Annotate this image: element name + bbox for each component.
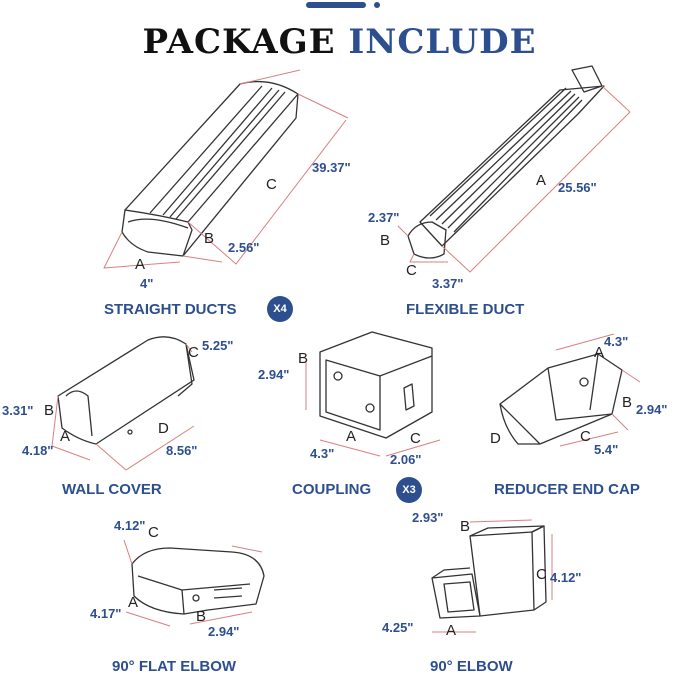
flexible-duct-letter-b: B xyxy=(380,232,391,249)
coupling-width-dim: 4.3" xyxy=(310,446,335,461)
coupling-letter-b: B xyxy=(298,350,309,367)
straight-ducts-quantity-badge: X4 xyxy=(267,296,293,322)
title-word-include: INCLUDE xyxy=(348,22,537,62)
flat-elbow-dimension-lines xyxy=(123,539,263,627)
reducer-end-cap-length-dim: 5.4" xyxy=(594,442,619,457)
elbow-90-height-dim: 4.12" xyxy=(550,570,582,585)
elbow-90-letter-c: C xyxy=(536,566,547,583)
elbow-90-letter-b: B xyxy=(460,518,471,535)
coupling-height-dim: 2.94" xyxy=(258,367,290,382)
elbow-90-depth-dim: 4.25" xyxy=(382,620,414,635)
reducer-end-cap-letter-d: D xyxy=(490,430,501,447)
wall-cover-dimension-lines xyxy=(51,343,195,471)
straight-duct-letter-a: A xyxy=(135,256,146,273)
flexible-duct-drawing xyxy=(407,65,605,259)
wall-cover-letter-c: C xyxy=(188,344,199,361)
reducer-end-cap-height-dim: 2.94" xyxy=(636,402,668,417)
wall-cover-letter-a: A xyxy=(60,428,71,445)
coupling-dimension-lines xyxy=(305,362,441,457)
flat-elbow-letter-c: C xyxy=(148,524,159,541)
wall-cover-width-dim: 4.18" xyxy=(22,443,54,458)
reducer-end-cap-dimension-lines xyxy=(555,333,641,447)
flexible-duct-width-dim: 3.37" xyxy=(432,276,464,291)
flexible-duct-letter-a: A xyxy=(536,172,547,189)
elbow-90-label: 90° ELBOW xyxy=(430,658,513,675)
elbow-90-drawing xyxy=(431,525,547,619)
title-word-package: PACKAGE xyxy=(142,22,336,62)
flat-elbow-label: 90° FLAT ELBOW xyxy=(112,658,237,675)
reducer-end-cap-letter-a: A xyxy=(594,344,605,361)
top-accent-dot xyxy=(374,2,380,8)
reducer-end-cap-width-dim: 4.3" xyxy=(604,334,629,349)
flat-elbow-height-dim: 2.94" xyxy=(208,624,240,639)
flat-elbow-letter-a: A xyxy=(128,594,139,611)
reducer-end-cap-drawing xyxy=(499,353,623,445)
flexible-duct-letter-c: C xyxy=(406,262,417,279)
straight-duct-dimension-lines xyxy=(103,69,349,269)
straight-duct-letter-c: C xyxy=(266,176,277,193)
flat-elbow-letter-b: B xyxy=(196,608,207,625)
coupling-label: COUPLING xyxy=(292,481,372,498)
straight-duct-length-dim: 39.37" xyxy=(312,160,351,175)
wall-cover-depth-dim: 8.56" xyxy=(166,443,198,458)
elbow-90-dimension-lines xyxy=(432,519,553,633)
wall-cover-height-dim: 3.31" xyxy=(2,403,34,418)
wall-cover-drawing xyxy=(57,336,195,445)
coupling-depth-dim: 2.06" xyxy=(390,452,422,467)
flexible-duct-height-dim: 2.37" xyxy=(368,210,400,225)
coupling-letter-c: C xyxy=(410,430,421,447)
top-accent-bar xyxy=(306,2,366,8)
page-title: PACKAGE INCLUDE xyxy=(0,22,679,62)
reducer-end-cap-label: REDUCER END CAP xyxy=(494,481,640,498)
straight-duct-letter-b: B xyxy=(204,230,215,247)
flat-elbow-drawing xyxy=(131,547,265,615)
flexible-duct-label: FLEXIBLE DUCT xyxy=(406,301,525,318)
wall-cover-label: WALL COVER xyxy=(62,481,162,498)
wall-cover-letter-d: D xyxy=(158,420,169,437)
flat-elbow-width-dim: 4.12" xyxy=(114,518,146,533)
reducer-end-cap-letter-b: B xyxy=(622,394,633,411)
coupling-letter-a: A xyxy=(346,428,357,445)
elbow-90-width-dim: 2.93" xyxy=(412,510,444,525)
wall-cover-length-dim: 5.25" xyxy=(202,338,234,353)
straight-duct-drawing xyxy=(121,80,299,257)
elbow-90-letter-a: A xyxy=(446,622,457,639)
straight-duct-width-dim: 4" xyxy=(140,276,154,291)
coupling-drawing xyxy=(319,331,433,439)
coupling-quantity-badge: X3 xyxy=(396,477,422,503)
flexible-duct-dimension-lines xyxy=(397,85,631,273)
wall-cover-letter-b: B xyxy=(44,402,55,419)
straight-ducts-label: STRAIGHT DUCTS xyxy=(104,301,237,318)
flat-elbow-length-dim: 4.17" xyxy=(90,606,122,621)
reducer-end-cap-letter-c: C xyxy=(580,428,591,445)
straight-duct-height-dim: 2.56" xyxy=(228,240,260,255)
flexible-duct-length-dim: 25.56" xyxy=(558,180,597,195)
